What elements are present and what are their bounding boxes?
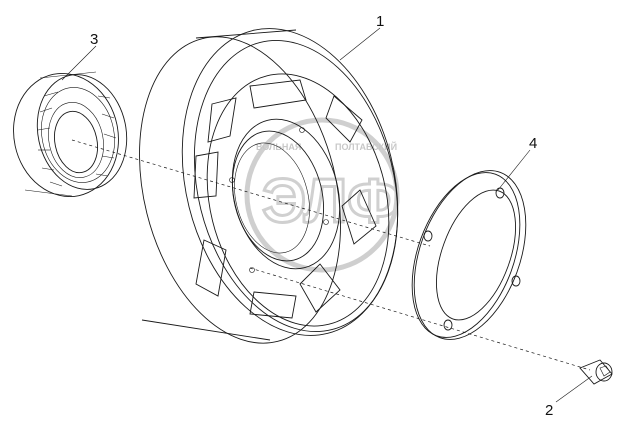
leader-3 xyxy=(61,45,97,81)
leader-1 xyxy=(339,27,381,61)
pulley xyxy=(139,28,399,344)
callout-4: 4 xyxy=(529,135,537,152)
watermark-logo-text: ЭЛФ xyxy=(262,167,400,236)
callout-1: 1 xyxy=(376,13,384,30)
cover-plate xyxy=(411,170,527,340)
axis-bearing-to-pulley xyxy=(71,139,431,247)
watermark-right-text: ПОЛТАВСКИЙ xyxy=(335,141,397,152)
axis-screw xyxy=(249,267,591,371)
leader-4 xyxy=(497,149,531,191)
callout-3: 3 xyxy=(90,31,98,48)
watermark-logo: ВОЛЬНАЯ ПОЛТАВСКИЙ ЭЛФ xyxy=(244,117,402,273)
screw xyxy=(579,359,613,385)
leader-2 xyxy=(555,375,593,403)
callout-2: 2 xyxy=(545,402,553,419)
bearing xyxy=(13,71,128,198)
